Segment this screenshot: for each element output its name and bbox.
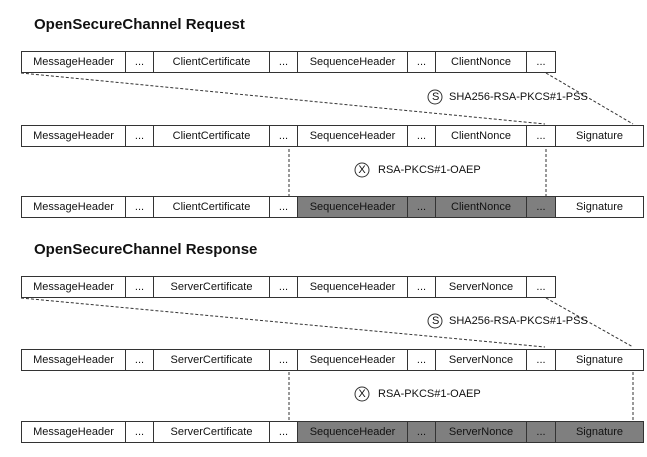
field-message-header: MessageHeader	[21, 276, 126, 298]
field-sequence-header-encrypted: SequenceHeader	[297, 196, 408, 218]
field-sequence-header-encrypted: SequenceHeader	[297, 421, 408, 443]
encrypt-algorithm-label: RSA-PKCS#1-OAEP	[378, 164, 481, 176]
request-plain-row: MessageHeader ... ClientCertificate ... …	[21, 51, 556, 73]
request-title: OpenSecureChannel Request	[34, 16, 245, 33]
field-server-nonce: ServerNonce	[435, 276, 527, 298]
field-signature: Signature	[555, 196, 644, 218]
encrypt-symbol: X	[358, 388, 366, 400]
field-signature: Signature	[555, 349, 644, 371]
field-ellipsis: ...	[125, 349, 154, 371]
field-client-certificate: ClientCertificate	[153, 51, 270, 73]
field-signature: Signature	[555, 125, 644, 147]
field-ellipsis-encrypted: ...	[407, 196, 436, 218]
field-server-nonce-encrypted: ServerNonce	[435, 421, 527, 443]
field-ellipsis: ...	[269, 349, 298, 371]
request-signed-row: MessageHeader ... ClientCertificate ... …	[21, 125, 644, 147]
field-message-header: MessageHeader	[21, 51, 126, 73]
field-ellipsis: ...	[407, 51, 436, 73]
field-client-certificate: ClientCertificate	[153, 125, 270, 147]
sign-symbol: S	[432, 315, 440, 327]
response-title: OpenSecureChannel Response	[34, 241, 258, 258]
field-ellipsis-encrypted: ...	[407, 421, 436, 443]
encrypt-circle-icon	[354, 386, 370, 402]
encrypt-circle-icon	[354, 162, 370, 178]
sign-symbol: S	[432, 91, 440, 103]
field-ellipsis: ...	[526, 125, 556, 147]
response-encrypted-row: MessageHeader ... ServerCertificate ... …	[21, 421, 644, 443]
response-plain-row: MessageHeader ... ServerCertificate ... …	[21, 276, 556, 298]
field-sequence-header: SequenceHeader	[297, 51, 408, 73]
field-signature-encrypted: Signature	[555, 421, 644, 443]
field-sequence-header: SequenceHeader	[297, 125, 408, 147]
field-server-certificate: ServerCertificate	[153, 276, 270, 298]
field-ellipsis: ...	[407, 125, 436, 147]
sign-circle-icon	[427, 313, 443, 329]
field-ellipsis: ...	[526, 276, 556, 298]
field-ellipsis: ...	[407, 349, 436, 371]
field-message-header: MessageHeader	[21, 125, 126, 147]
sign-guide-right	[545, 72, 634, 125]
sign-circle-icon	[427, 89, 443, 105]
encrypt-algorithm-label: RSA-PKCS#1-OAEP	[378, 388, 481, 400]
sign-guide-left	[20, 297, 546, 348]
field-ellipsis-encrypted: ...	[526, 196, 556, 218]
field-client-nonce-encrypted: ClientNonce	[435, 196, 527, 218]
field-sequence-header: SequenceHeader	[297, 349, 408, 371]
encrypt-symbol: X	[358, 164, 366, 176]
field-ellipsis: ...	[125, 276, 154, 298]
field-server-nonce: ServerNonce	[435, 349, 527, 371]
field-server-certificate: ServerCertificate	[153, 421, 270, 443]
field-server-certificate: ServerCertificate	[153, 349, 270, 371]
field-ellipsis-encrypted: ...	[526, 421, 556, 443]
field-ellipsis: ...	[269, 51, 298, 73]
field-ellipsis: ...	[407, 276, 436, 298]
field-ellipsis: ...	[269, 276, 298, 298]
field-ellipsis: ...	[125, 125, 154, 147]
field-sequence-header: SequenceHeader	[297, 276, 408, 298]
field-client-certificate: ClientCertificate	[153, 196, 270, 218]
sign-algorithm-label: SHA256-RSA-PKCS#1-PSS	[449, 315, 588, 327]
sign-guide-right	[545, 297, 634, 348]
field-ellipsis: ...	[269, 421, 298, 443]
field-ellipsis: ...	[526, 349, 556, 371]
field-message-header: MessageHeader	[21, 421, 126, 443]
field-ellipsis: ...	[125, 51, 154, 73]
field-message-header: MessageHeader	[21, 349, 126, 371]
field-message-header: MessageHeader	[21, 196, 126, 218]
field-client-nonce: ClientNonce	[435, 51, 527, 73]
request-encrypted-row: MessageHeader ... ClientCertificate ... …	[21, 196, 644, 218]
field-client-nonce: ClientNonce	[435, 125, 527, 147]
field-ellipsis: ...	[125, 196, 154, 218]
response-signed-row: MessageHeader ... ServerCertificate ... …	[21, 349, 644, 371]
field-ellipsis: ...	[125, 421, 154, 443]
field-ellipsis: ...	[526, 51, 556, 73]
field-ellipsis: ...	[269, 125, 298, 147]
sign-guide-left	[20, 72, 546, 125]
sign-algorithm-label: SHA256-RSA-PKCS#1-PSS	[449, 91, 588, 103]
field-ellipsis: ...	[269, 196, 298, 218]
